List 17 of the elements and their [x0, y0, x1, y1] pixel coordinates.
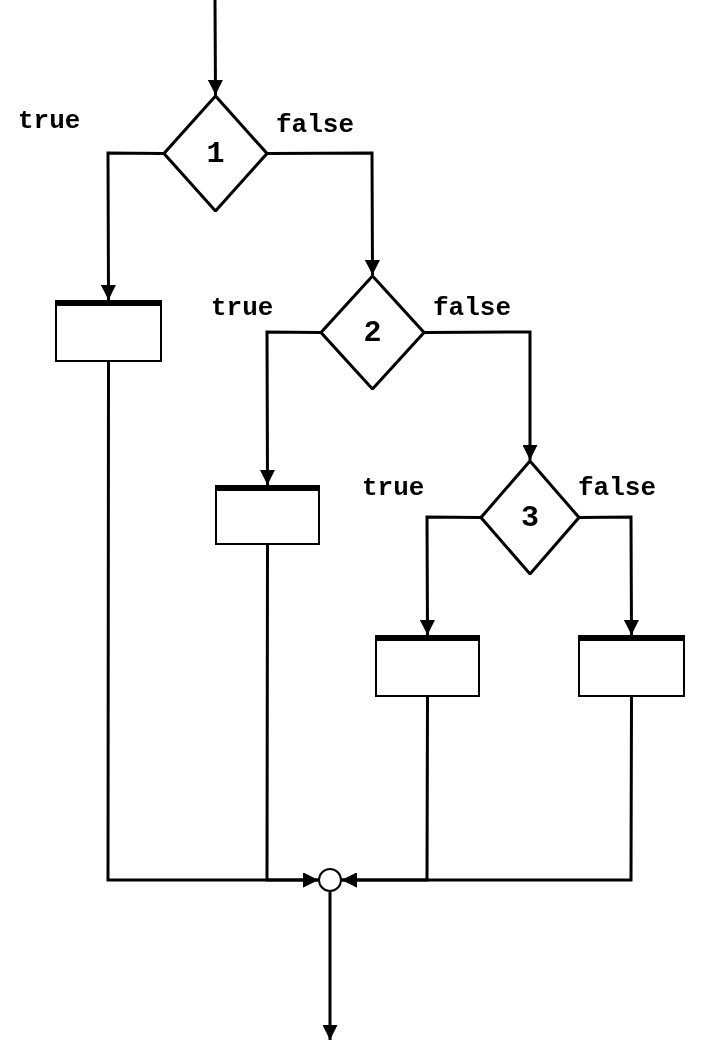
arrow: [580, 515, 639, 635]
decision-number: 2: [363, 314, 382, 351]
arrow: [100, 151, 163, 300]
process-box: [578, 635, 685, 697]
process-box: [55, 300, 162, 362]
arrow: [425, 330, 538, 460]
arrow: [419, 515, 480, 635]
decision-number: 1: [206, 135, 225, 172]
arrow: [207, 0, 223, 95]
decision-number: 3: [521, 499, 539, 536]
arrow: [322, 892, 338, 1040]
process-box: [375, 635, 480, 697]
arrow: [342, 697, 633, 888]
arrow: [265, 545, 318, 888]
arrow: [259, 330, 320, 485]
process-box: [215, 485, 320, 545]
arrow: [268, 151, 380, 275]
